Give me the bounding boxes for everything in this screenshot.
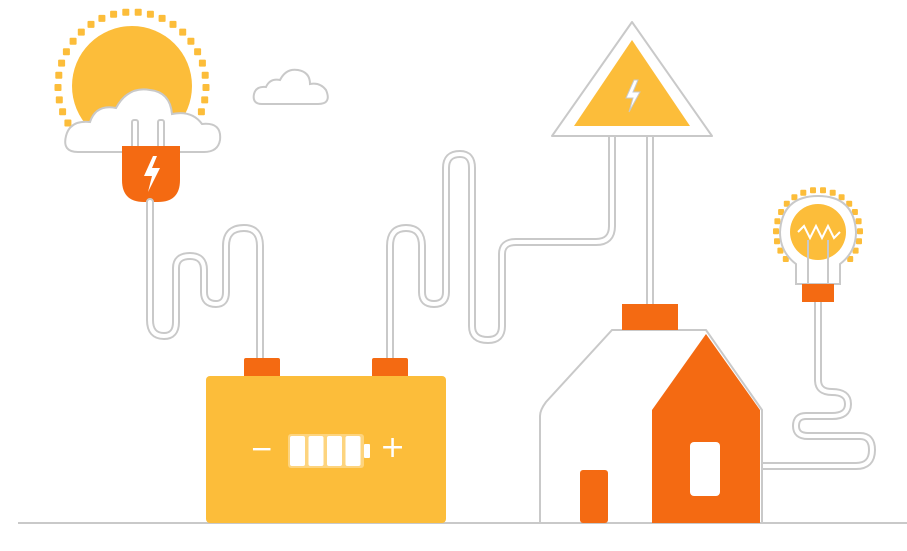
ray-dot <box>69 37 77 45</box>
ray-dot <box>55 71 63 79</box>
ray-dot <box>782 256 789 262</box>
ray-dot <box>857 228 863 235</box>
ray-dot <box>202 84 210 91</box>
bulb-filament <box>797 223 841 241</box>
ray-dot <box>777 247 784 254</box>
ray-dot <box>851 209 858 215</box>
ray-dot <box>855 218 862 225</box>
ray-dot <box>55 96 63 104</box>
chimney <box>622 304 678 330</box>
ray-dot <box>778 209 785 215</box>
ray-dot <box>773 228 779 235</box>
ray-dot <box>59 108 67 116</box>
battery-icon <box>206 358 446 523</box>
ray-dot <box>87 20 95 28</box>
ray-dot <box>201 71 209 79</box>
ray-dot <box>201 96 209 104</box>
ray-dot <box>820 187 826 194</box>
battery-charge-indicator <box>288 434 370 468</box>
battery-cell <box>345 436 361 466</box>
ray-dot <box>838 194 845 201</box>
ray-dot <box>187 37 195 45</box>
battery-minus-symbol: − <box>250 432 274 465</box>
battery-cell <box>308 436 324 466</box>
ray-dot <box>54 84 62 91</box>
wire-battery-to-warning <box>386 128 616 366</box>
ray-dot <box>810 187 816 194</box>
wire-bulb-to-house <box>708 296 876 470</box>
ray-dot <box>846 200 853 207</box>
ray-dot <box>829 189 836 196</box>
ray-dot <box>169 20 177 28</box>
ray-dot <box>783 200 790 207</box>
house-icon <box>539 304 763 524</box>
battery-terminal-right <box>372 358 408 378</box>
ray-dot <box>179 28 187 36</box>
ray-dot <box>197 108 205 116</box>
bulb-glow-rays <box>773 187 863 262</box>
house-door <box>580 470 608 523</box>
ray-dot <box>194 48 202 56</box>
small-cloud-icon <box>252 68 329 105</box>
ray-dot <box>146 10 154 18</box>
cloud-icon <box>64 88 222 153</box>
ray-dot <box>98 14 106 22</box>
ray-dot <box>64 119 72 127</box>
ray-dot <box>198 59 206 67</box>
lightbulb-icon <box>773 187 863 302</box>
warning-bolt <box>625 79 641 113</box>
battery-body <box>206 376 446 523</box>
ray-dot <box>77 28 85 36</box>
sun-rays <box>54 8 210 127</box>
house-facade <box>652 334 760 523</box>
ray-dot <box>847 256 854 262</box>
ray-dot <box>62 48 70 56</box>
ray-dot <box>800 189 807 196</box>
ray-dot <box>856 238 862 245</box>
battery-plus-symbol: + <box>380 430 406 465</box>
ray-dot <box>852 247 859 254</box>
ray-dot <box>122 8 130 16</box>
battery-cell <box>290 436 305 466</box>
ray-dot <box>110 10 118 18</box>
ray-dot <box>134 8 142 16</box>
warning-triangle <box>574 40 690 126</box>
plug-icon <box>122 119 180 202</box>
ray-dot <box>774 238 780 245</box>
power-socket <box>690 442 720 496</box>
ray-dot <box>158 14 166 22</box>
lightning-bolt-icon <box>144 156 160 192</box>
ray-dot <box>774 218 781 225</box>
battery-cell <box>327 436 342 466</box>
battery-terminal-left <box>244 358 280 378</box>
bulb-base <box>802 284 834 302</box>
wire-sun-to-battery <box>146 198 264 366</box>
high-voltage-warning-icon <box>551 21 713 137</box>
ray-dot <box>58 59 66 67</box>
ray-dot <box>791 194 798 201</box>
